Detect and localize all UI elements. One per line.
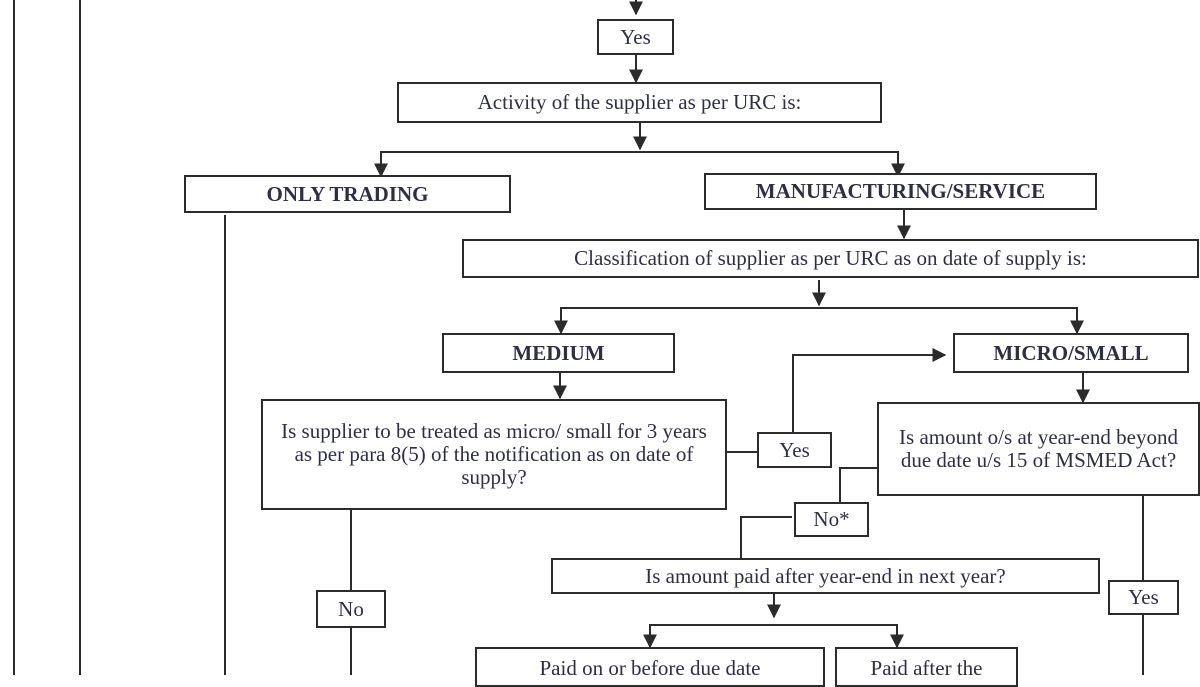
paid-on-or-before-due-date-node: Paid on or before due date — [475, 647, 825, 687]
paid-after-year-end-question-node: Is amount paid after year-end in next ye… — [551, 558, 1100, 594]
medium-node: MEDIUM — [442, 333, 675, 373]
treated-as-micro-question-node: Is supplier to be treated as micro/ smal… — [261, 399, 727, 510]
classification-question-node: Classification of supplier as per URC as… — [462, 239, 1199, 278]
manufacturing-service-node: MANUFACTURING/SERVICE — [704, 173, 1097, 210]
yes-node-top: Yes — [597, 19, 674, 55]
micro-small-node: MICRO/SMALL — [953, 333, 1189, 373]
paid-after-due-date-node: Paid after the — [835, 647, 1018, 687]
activity-question-node: Activity of the supplier as per URC is: — [397, 82, 882, 123]
outstanding-question-node: Is amount o/s at year-end beyond due dat… — [877, 402, 1200, 496]
no-star-node: No* — [794, 502, 869, 537]
only-trading-node: ONLY TRADING — [184, 175, 511, 213]
no-node-medium: No — [316, 590, 386, 628]
yes-node-outstanding: Yes — [1108, 580, 1179, 615]
yes-node-treated: Yes — [757, 432, 832, 468]
